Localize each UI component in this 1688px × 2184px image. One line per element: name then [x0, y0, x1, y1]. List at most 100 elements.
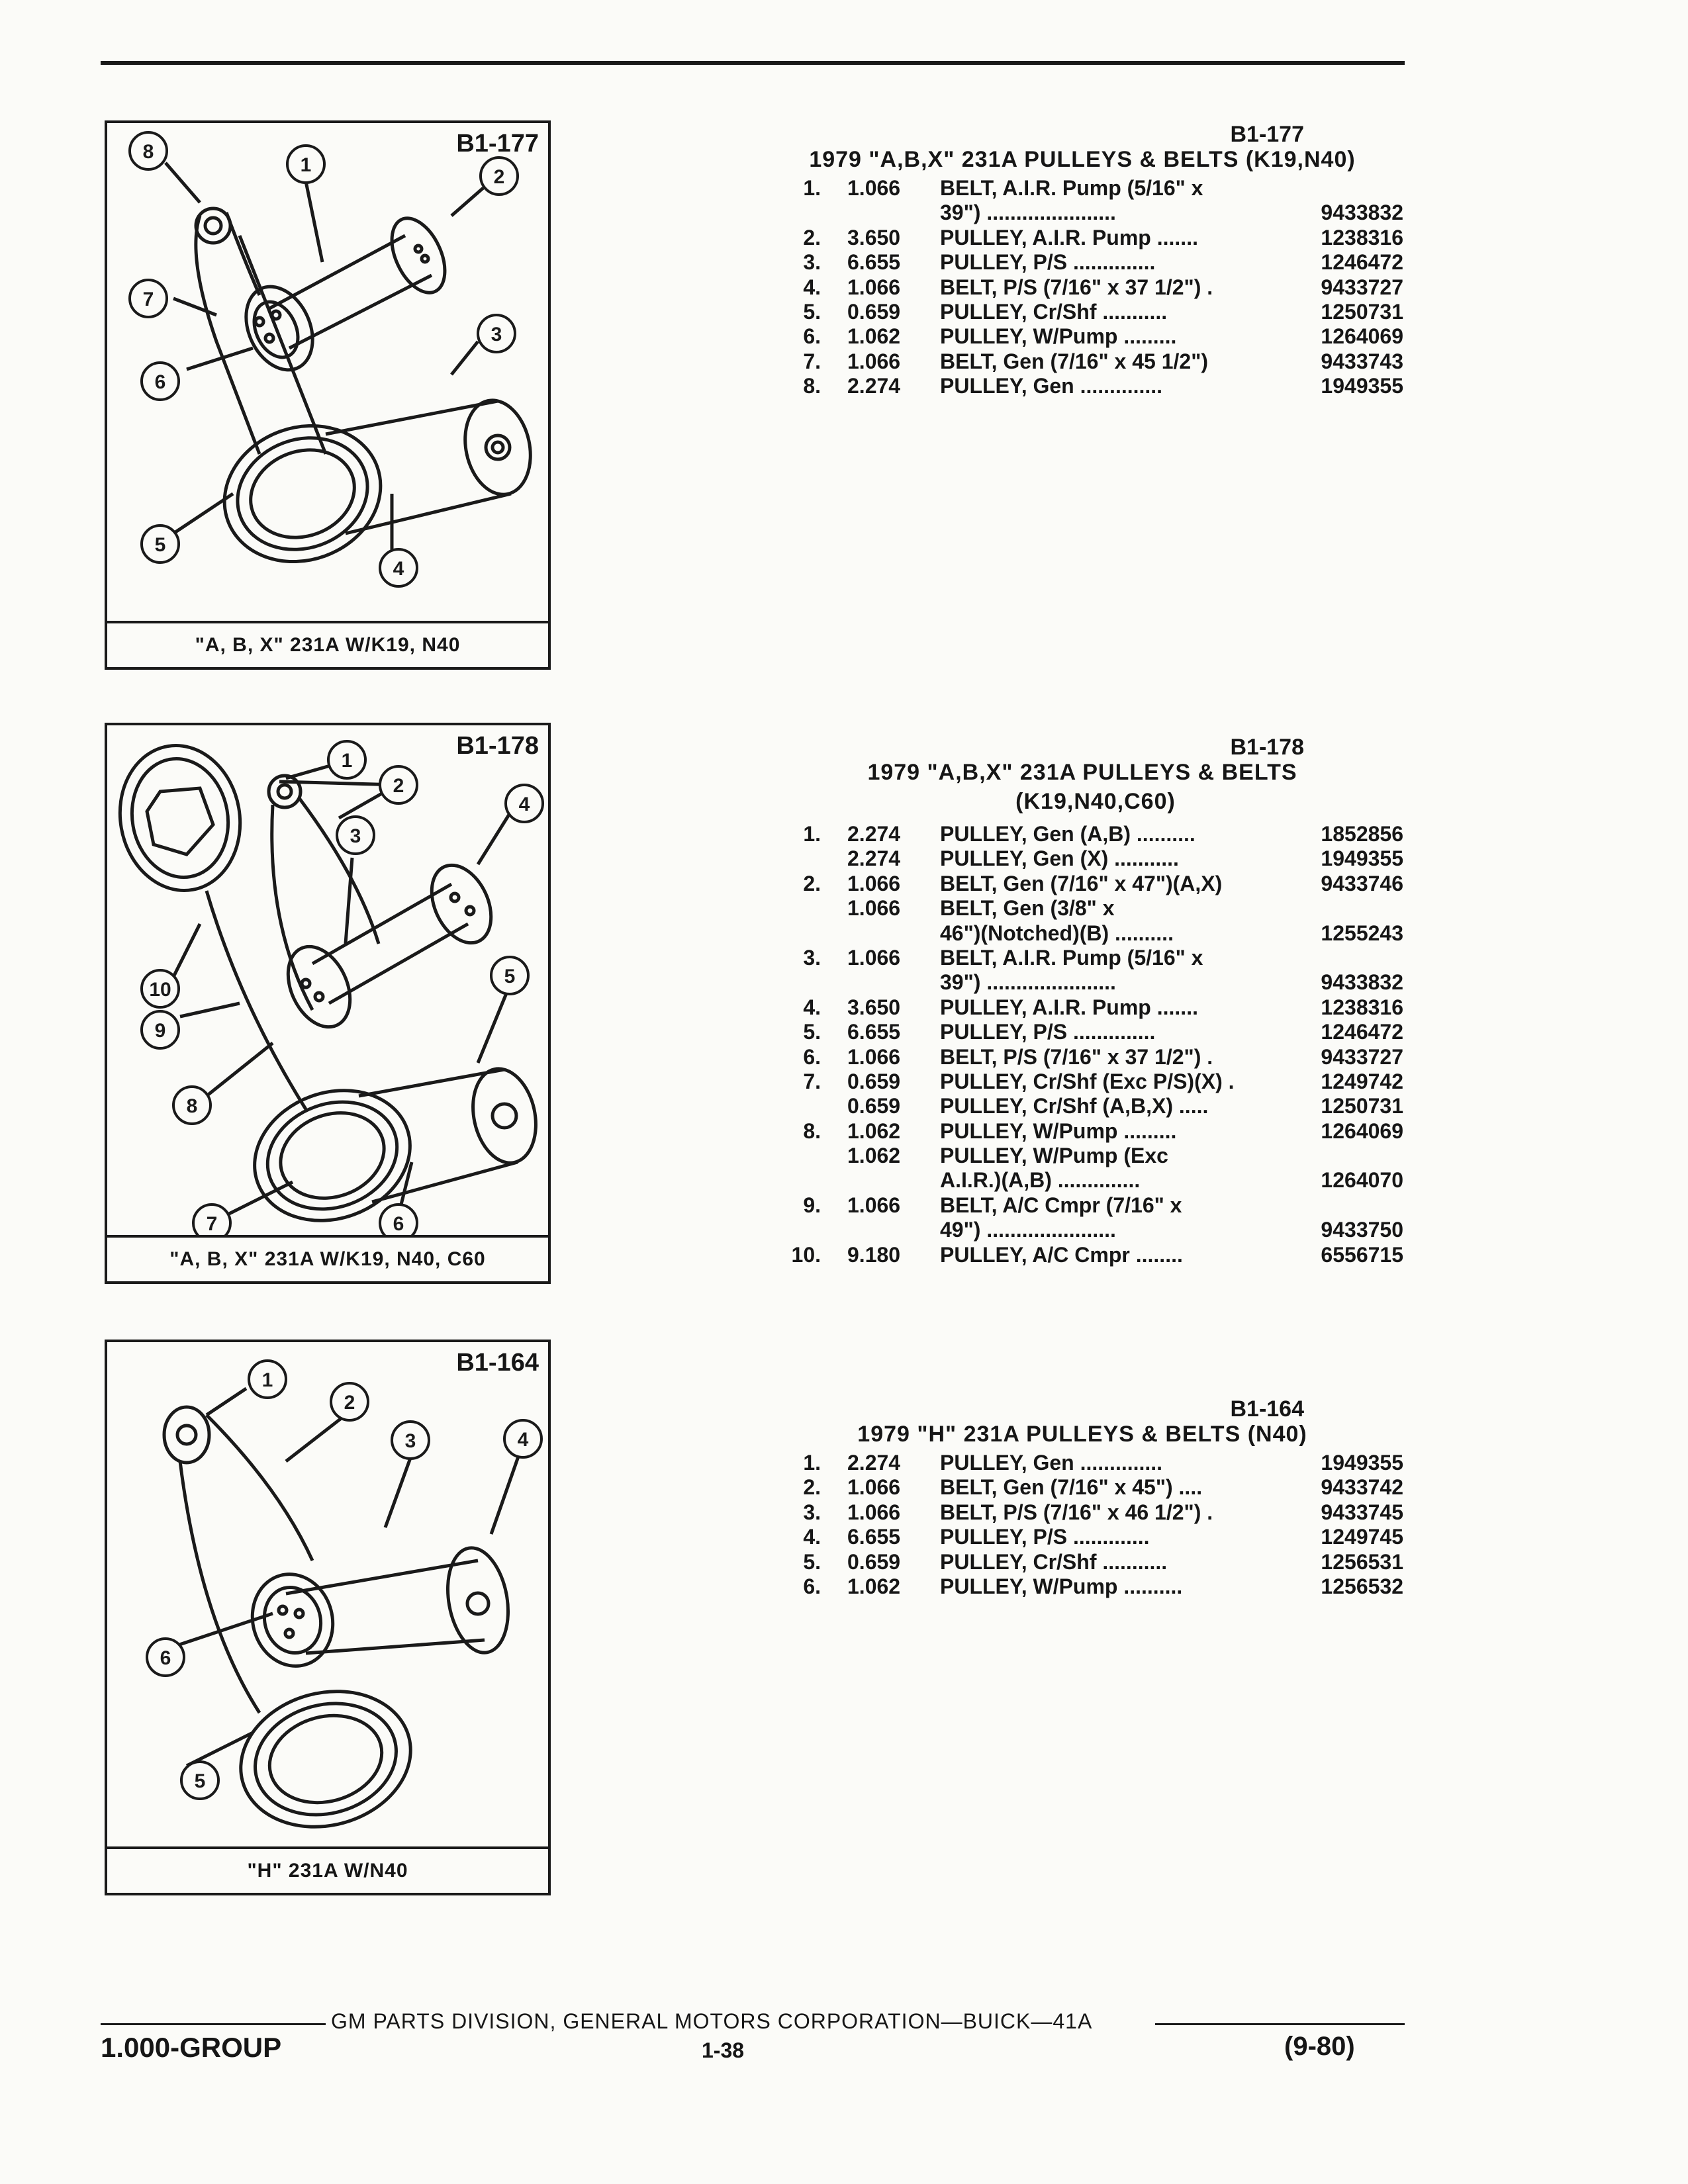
parts-row: 39") ...................... 9433832: [761, 201, 1403, 225]
item-number: 1.: [803, 1451, 821, 1475]
section-title: 1979 "A,B,X" 231A PULLEYS & BELTS: [867, 760, 1297, 785]
part-description: BELT, Gen (7/16" x 45 1/2"): [940, 349, 1209, 373]
part-number: 1852856: [1321, 822, 1403, 846]
group-number: 1.066: [847, 896, 901, 921]
group-number: 2.274: [847, 846, 901, 871]
figure-id: B1-178: [456, 732, 539, 760]
part-number: 9433832: [1321, 201, 1403, 225]
callout-label: 2: [344, 1392, 355, 1414]
item-number: 8.: [803, 374, 821, 398]
part-description: 39") ......................: [940, 201, 1116, 225]
part-description: PULLEY, Gen ..............: [940, 374, 1163, 398]
part-number: 6556715: [1321, 1242, 1403, 1267]
callout-label: 1: [342, 750, 353, 772]
callout-label: 8: [187, 1095, 198, 1117]
figure-b1-178: 1 2 4 3 10 9 5 8 7 6 B1-178 "A, B, X" 23…: [105, 723, 551, 1284]
group-number: 1.066: [847, 945, 901, 970]
group-number: 1.066: [847, 1500, 901, 1524]
part-description: 46")(Notched)(B) ..........: [940, 921, 1174, 945]
item-number: 4.: [803, 995, 821, 1019]
callout-label: 5: [155, 534, 166, 556]
item-number: 7.: [803, 1069, 821, 1093]
callout-label: 4: [518, 1429, 529, 1451]
callout-label: 1: [262, 1369, 273, 1391]
callout-label: 5: [195, 1770, 206, 1792]
part-number: 9433746: [1321, 871, 1403, 895]
item-number: 5.: [803, 1549, 821, 1574]
callout-label: 3: [350, 825, 361, 847]
item-number: 3.: [803, 945, 821, 970]
part-description: PULLEY, Cr/Shf ...........: [940, 1549, 1168, 1574]
part-number: 1949355: [1321, 374, 1403, 398]
part-description: PULLEY, Cr/Shf ...........: [940, 299, 1168, 324]
part-number: 1250731: [1321, 299, 1403, 324]
part-number: 1246472: [1321, 1020, 1403, 1044]
parts-row: 39") ......................9433832: [761, 970, 1403, 995]
part-description: PULLEY, Gen ..............: [940, 1451, 1163, 1475]
figure-caption: "A, B, X" 231A W/K19, N40, C60: [107, 1235, 548, 1281]
parts-list-b1-164: B1-164 1979 "H" 231A PULLEYS & BELTS (N4…: [761, 1396, 1403, 1599]
figure-id: B1-164: [456, 1349, 539, 1377]
part-number: 9433750: [1321, 1218, 1403, 1242]
callout-label: 3: [405, 1430, 416, 1452]
part-number: 9433743: [1321, 349, 1403, 373]
group-number: 1.062: [847, 1144, 901, 1168]
group-number: 1.062: [847, 1118, 901, 1143]
group-number: 3.650: [847, 225, 901, 250]
part-number: 9433742: [1321, 1475, 1403, 1500]
figure-illustration: 1 2 3 4 6 5 B1-164: [107, 1342, 548, 1846]
item-number: 2.: [803, 225, 821, 250]
part-number: 1246472: [1321, 250, 1403, 275]
callout-label: 4: [519, 794, 530, 815]
part-description: PULLEY, Gen (X) ...........: [940, 846, 1179, 871]
callout-label: 10: [149, 979, 171, 1001]
footer-group: 1.000-GROUP: [101, 2032, 282, 2063]
section-title: 1979 "A,B,X" 231A PULLEYS & BELTS (K19,N…: [809, 147, 1356, 172]
group-number: 2.274: [847, 822, 901, 846]
revision-date: (9-80): [1284, 2032, 1355, 2061]
item-number: 6.: [803, 324, 821, 349]
callout-label: 1: [301, 154, 312, 176]
callout-label: 6: [160, 1647, 171, 1669]
part-description: BELT, Gen (3/8" x: [940, 896, 1115, 921]
part-description: BELT, P/S (7/16" x 46 1/2") .: [940, 1500, 1213, 1524]
item-number: 6.: [803, 1574, 821, 1598]
group-number: 0.659: [847, 1069, 901, 1093]
group-number: 6.655: [847, 1020, 901, 1044]
section-id: B1-178: [1230, 735, 1304, 760]
item-number: 5.: [803, 299, 821, 324]
part-number: 1249742: [1321, 1069, 1403, 1093]
part-number: 1249745: [1321, 1525, 1403, 1549]
callout-label: 2: [494, 166, 505, 188]
callout-label: 5: [504, 966, 516, 987]
parts-row: 46")(Notched)(B) ..........1255243: [761, 921, 1403, 946]
item-number: 4.: [803, 1525, 821, 1549]
callout-label: 7: [207, 1213, 218, 1235]
section-id: B1-177: [1230, 122, 1304, 147]
figure-caption: "H" 231A W/N40: [107, 1846, 548, 1893]
group-number: 1.066: [847, 871, 901, 895]
part-description: BELT, P/S (7/16" x 37 1/2") .: [940, 275, 1213, 299]
item-number: 5.: [803, 1020, 821, 1044]
group-number: 1.066: [847, 176, 901, 200]
part-description: A.I.R.)(A,B) ..............: [940, 1168, 1141, 1193]
group-number: 1.066: [847, 1193, 901, 1217]
section-id: B1-164: [1230, 1396, 1304, 1422]
figure-b1-177: 8 1 2 7 3 6 5 4 B1-177 "A, B, X" 231A W/…: [105, 120, 551, 670]
item-number: 3.: [803, 1500, 821, 1524]
part-number: 1264069: [1321, 324, 1403, 349]
group-number: 1.062: [847, 324, 901, 349]
part-number: 9433832: [1321, 970, 1403, 995]
